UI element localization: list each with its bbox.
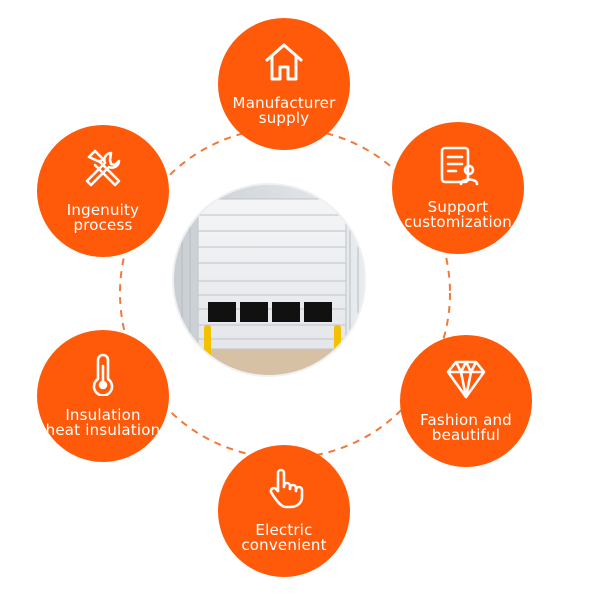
node-electric-convenient: Electric convenient — [218, 445, 350, 577]
node-label-line2: convenient — [241, 536, 327, 554]
node-label-line1: Support — [427, 198, 489, 216]
node-label-line1: Ingenuity — [66, 201, 140, 219]
thermometer-icon — [92, 353, 114, 396]
hammer-wrench-icon — [85, 149, 121, 187]
node-insulation: Insulation heat insulation — [37, 330, 169, 462]
node-manufacturer-supply: Manufacturer supply — [218, 18, 350, 150]
hand-pointer-icon — [269, 468, 304, 509]
node-label-line1: Manufacturer — [232, 94, 336, 112]
garage-door-photo — [174, 185, 364, 375]
diamond-icon — [446, 360, 486, 399]
node-label-line2: supply — [258, 109, 310, 127]
node-label-line1: Insulation — [65, 406, 141, 424]
node-label-line2: customization — [404, 213, 512, 231]
node-fashion-beautiful: Fashion and beautiful — [400, 335, 532, 467]
house-icon — [265, 43, 303, 81]
node-ingenuity-process: Ingenuity process — [37, 125, 169, 257]
node-label-line2: beautiful — [431, 426, 501, 444]
node-label-line1: Fashion and — [420, 411, 512, 429]
node-support-customization: Support customization — [392, 122, 524, 254]
node-label-line2: process — [73, 216, 133, 234]
document-user-icon — [440, 146, 479, 186]
node-label-line2: heat insulation — [45, 421, 161, 439]
node-label-line1: Electric — [255, 521, 313, 539]
